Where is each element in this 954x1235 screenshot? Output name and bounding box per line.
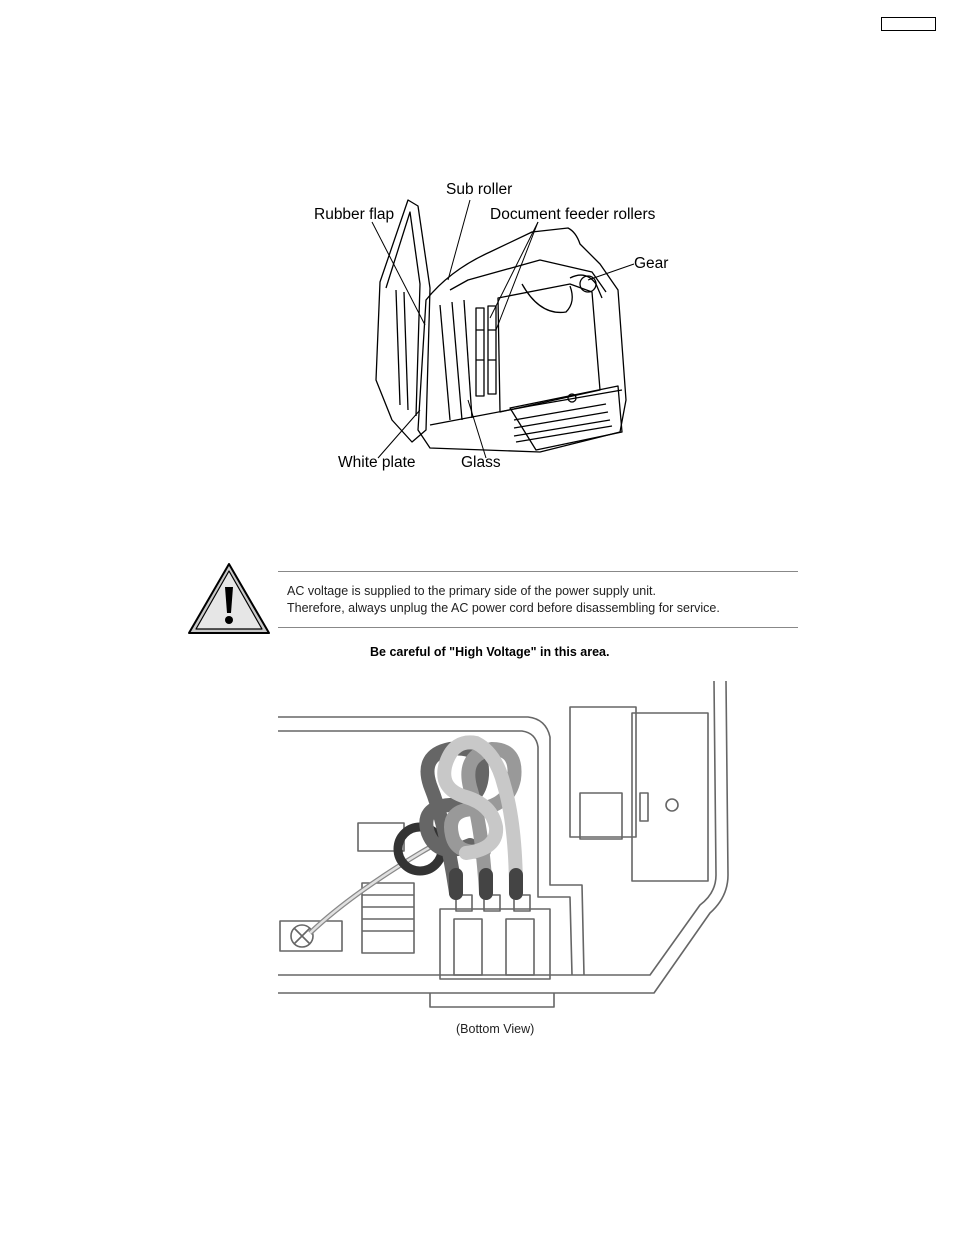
warning-icon	[188, 563, 270, 634]
label-rubber-flap: Rubber flap	[314, 206, 395, 223]
caution-text: Be careful of "High Voltage" in this are…	[370, 645, 610, 659]
label-sub-roller: Sub roller	[446, 181, 513, 198]
warning-bottom-rule	[278, 627, 798, 628]
warning-line-2: Therefore, always unplug the AC power co…	[287, 601, 720, 615]
fax-feeder-illustration	[371, 199, 635, 459]
label-glass: Glass	[461, 454, 501, 471]
label-white-plate: White plate	[338, 454, 416, 471]
power-supply-bottom-view	[278, 680, 729, 1008]
label-gear: Gear	[634, 255, 669, 272]
warning-line-1: AC voltage is supplied to the primary si…	[287, 584, 656, 598]
page-number-box	[881, 17, 936, 31]
bottom-view-caption: (Bottom View)	[456, 1022, 535, 1036]
label-document-feeder-rollers: Document feeder rollers	[490, 206, 656, 223]
warning-top-rule	[278, 571, 798, 572]
